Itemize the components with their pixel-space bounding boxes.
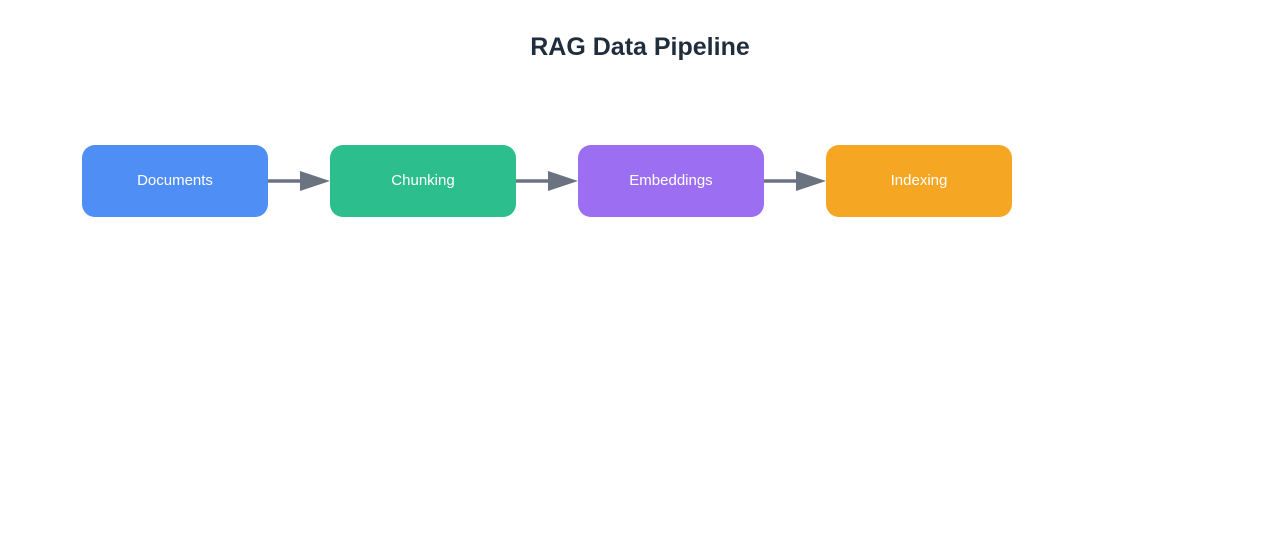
node-indexing-label: Indexing — [890, 172, 948, 189]
node-embeddings: Embeddings — [578, 145, 764, 217]
arrow-documents-to-chunking — [268, 171, 330, 191]
node-documents: Documents — [82, 145, 268, 217]
diagram-title: RAG Data Pipeline — [530, 33, 750, 61]
node-embeddings-label: Embeddings — [629, 172, 713, 189]
arrow-head-icon — [300, 171, 330, 191]
arrow-chunking-to-embeddings — [516, 171, 578, 191]
node-documents-label: Documents — [137, 172, 213, 189]
node-chunking-label: Chunking — [391, 172, 455, 189]
arrow-head-icon — [796, 171, 826, 191]
node-chunking: Chunking — [330, 145, 516, 217]
node-indexing: Indexing — [826, 145, 1012, 217]
arrow-embeddings-to-indexing — [764, 171, 826, 191]
arrow-head-icon — [548, 171, 578, 191]
